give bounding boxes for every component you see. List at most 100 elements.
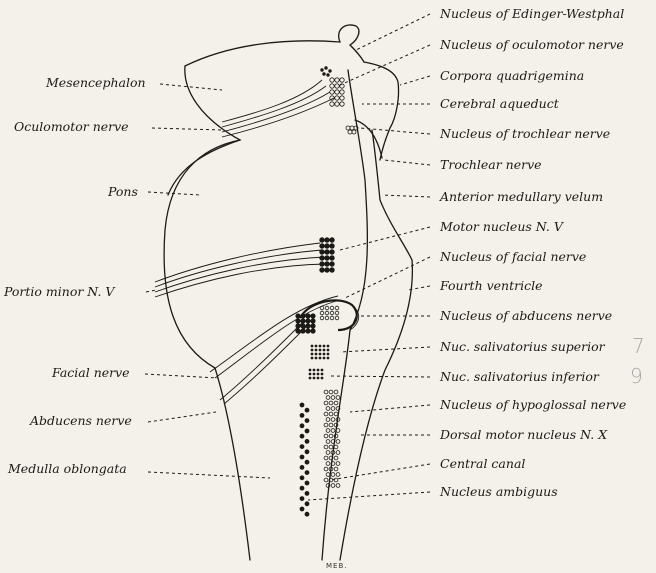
- nucleus-ambiguus-dot: [305, 450, 309, 454]
- salivatorius-superior-dot: [323, 345, 325, 347]
- salivatorius-inferior-dot: [317, 369, 319, 371]
- label-corpora-quadrigemina: Corpora quadrigemina: [440, 69, 584, 83]
- salivatorius-superior-dot: [319, 353, 321, 355]
- facial-nucleus-dot: [301, 324, 305, 328]
- salivatorius-inferior-dot: [317, 377, 319, 379]
- nucleus-ambiguus-dot: [300, 455, 304, 459]
- salivatorius-superior-dot: [315, 345, 317, 347]
- motor-nucleus-v-dot: [330, 256, 335, 261]
- hypoglossal-nucleus-dot: [334, 467, 338, 471]
- mesencephalon-outline: [185, 41, 340, 66]
- oculomotor-nucleus-dot: [335, 102, 339, 106]
- nucleus-ambiguus-dot: [305, 439, 309, 443]
- abducens-nucleus-dot: [335, 316, 339, 320]
- hypoglossal-nucleus-dot: [326, 462, 330, 466]
- label-salivatorius-superior: Nuc. salivatorius superior: [440, 340, 605, 354]
- label-facial-nerve: Facial nerve: [52, 366, 130, 380]
- hypoglossal-nucleus-dot: [331, 418, 335, 422]
- oculomotor-nucleus-dot: [330, 78, 334, 82]
- label-oculomotor-nucleus: Nucleus of oculomotor nerve: [440, 38, 624, 52]
- hypoglossal-nucleus-dot: [336, 462, 340, 466]
- nucleus-ambiguus-dot: [300, 413, 304, 417]
- hypoglossal-nucleus-dot: [329, 434, 333, 438]
- hypoglossal-nucleus-dot: [336, 473, 340, 477]
- hypoglossal-nucleus-dot: [324, 401, 328, 405]
- facial-nucleus-dot: [296, 324, 300, 328]
- hypoglossal-nucleus-dot: [326, 429, 330, 433]
- trochlear-nucleus-dot: [348, 130, 352, 134]
- facial-nucleus-dot: [301, 314, 305, 318]
- label-facial-nucleus: Nucleus of facial nerve: [440, 250, 586, 264]
- facial-nucleus-dot: [296, 329, 300, 333]
- facial-nucleus-dot: [306, 319, 310, 323]
- oculomotor-fibre: [222, 80, 322, 122]
- nucleus-ambiguus-dot: [300, 434, 304, 438]
- hypoglossal-nucleus-dot: [334, 412, 338, 416]
- hypoglossal-nucleus-dot: [331, 407, 335, 411]
- nucleus-ambiguus-dot: [305, 491, 309, 495]
- abducens-nucleus-dot: [335, 311, 339, 315]
- salivatorius-superior-dot: [327, 349, 329, 351]
- salivatorius-inferior-dot: [309, 369, 311, 371]
- label-cerebral-aqueduct: Cerebral aqueduct: [440, 97, 559, 111]
- leader-central-canal: [330, 464, 430, 480]
- hypoglossal-nucleus-dot: [326, 396, 330, 400]
- abducens-nucleus-dot: [325, 306, 329, 310]
- salivatorius-inferior-dot: [321, 377, 323, 379]
- hypoglossal-nucleus-dot: [334, 390, 338, 394]
- nucleus-ambiguus-dot: [305, 481, 309, 485]
- facial-nucleus-dot: [301, 329, 305, 333]
- edinger-westphal-nucleus-dot: [323, 73, 326, 76]
- hypoglossal-nucleus-dot: [334, 445, 338, 449]
- nucleus-ambiguus-dot: [305, 471, 309, 475]
- oculomotor-nucleus-dot: [335, 84, 339, 88]
- leader-oculomotor-nerve: [152, 128, 222, 130]
- motor-nucleus-v-dot: [320, 262, 325, 267]
- label-pons: Pons: [108, 185, 138, 199]
- motor-nucleus-v-dot: [330, 250, 335, 255]
- oculomotor-nucleus-dot: [340, 90, 344, 94]
- trochlear-nucleus-dot: [352, 130, 356, 134]
- motor-nucleus-v-dot: [330, 238, 335, 243]
- salivatorius-superior-dot: [319, 357, 321, 359]
- facial-nerve-fibre: [215, 300, 359, 378]
- portio-minor-fibre: [155, 264, 326, 297]
- salivatorius-inferior-dot: [321, 373, 323, 375]
- hypoglossal-nucleus-dot: [326, 418, 330, 422]
- leader-trochlear-nerve: [384, 160, 430, 165]
- abducens-nucleus-dot: [330, 311, 334, 315]
- handwritten-number: 7: [632, 334, 645, 358]
- facial-nucleus-dot: [296, 314, 300, 318]
- nucleus-ambiguus-dot: [300, 486, 304, 490]
- facial-nucleus-dot: [306, 329, 310, 333]
- label-medulla-oblongata: Medulla oblongata: [8, 462, 127, 476]
- hypoglossal-nucleus-dot: [326, 451, 330, 455]
- motor-nucleus-v-dot: [320, 238, 325, 243]
- label-trochlear-nucleus: Nucleus of trochlear nerve: [440, 127, 610, 141]
- oculomotor-fibre: [222, 92, 330, 132]
- motor-nucleus-v-dot: [320, 256, 325, 261]
- oculomotor-nucleus-dot: [330, 102, 334, 106]
- hypoglossal-nucleus-dot: [326, 473, 330, 477]
- trochlear-nucleus-dot: [346, 126, 350, 130]
- motor-nucleus-v-dot: [330, 262, 335, 267]
- hypoglossal-nucleus-dot: [334, 456, 338, 460]
- salivatorius-superior-dot: [311, 353, 313, 355]
- oculomotor-nucleus-dot: [335, 78, 339, 82]
- salivatorius-superior-dot: [323, 357, 325, 359]
- salivatorius-superior-dot: [311, 345, 313, 347]
- salivatorius-superior-dot: [327, 357, 329, 359]
- facial-nucleus-dot: [311, 329, 315, 333]
- hypoglossal-nucleus-dot: [324, 390, 328, 394]
- leader-motor-v: [340, 227, 430, 250]
- abducens-nucleus-dot: [330, 306, 334, 310]
- hypoglossal-nucleus-dot: [329, 401, 333, 405]
- colliculus-outline: [339, 25, 364, 62]
- leader-facial-nucleus: [345, 257, 430, 298]
- motor-nucleus-v-dot: [320, 268, 325, 273]
- nucleus-ambiguus-dot: [300, 507, 304, 511]
- hypoglossal-nucleus-dot: [326, 407, 330, 411]
- hypoglossal-nucleus-dot: [336, 396, 340, 400]
- nucleus-ambiguus-dot: [300, 424, 304, 428]
- label-abducens-nerve: Abducens nerve: [30, 414, 132, 428]
